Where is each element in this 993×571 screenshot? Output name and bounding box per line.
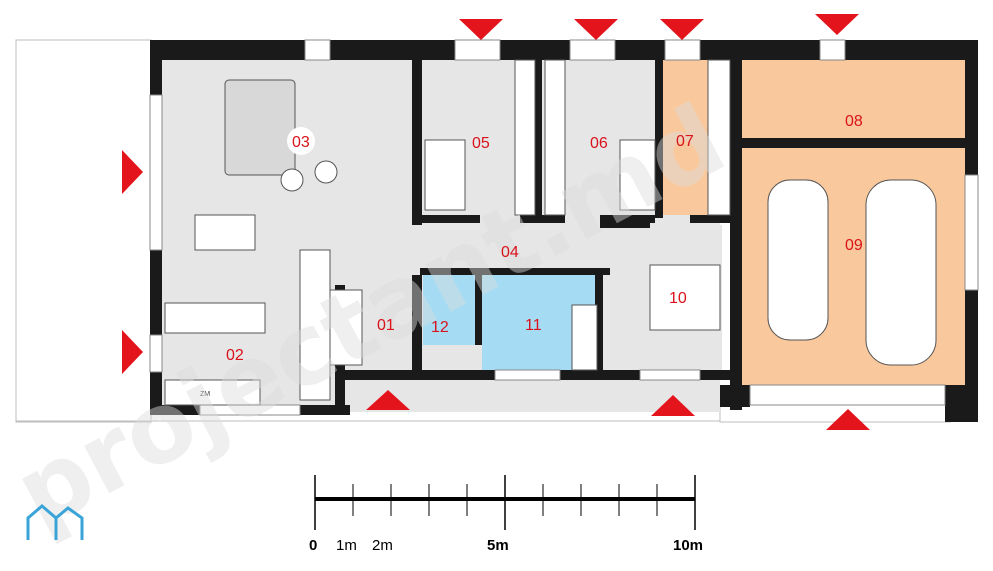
- red-triangle-marker-icon: [366, 390, 410, 410]
- walls: [150, 40, 978, 422]
- red-triangle-marker-icon: [660, 19, 704, 40]
- red-triangle-marker-icon: [459, 19, 503, 40]
- kitchen-counter: [299, 249, 331, 401]
- room-label-08: 08: [845, 113, 863, 130]
- windows: [149, 39, 979, 416]
- furniture: [164, 59, 937, 406]
- entry-markers: [122, 14, 870, 430]
- wardrobe-07: [707, 59, 731, 216]
- bathtub: [571, 304, 598, 371]
- red-triangle-marker-icon: [815, 14, 859, 35]
- kitchen-sink-counter: [164, 379, 261, 406]
- room-label-12: 12: [431, 319, 449, 336]
- scale-label-5m: 5m: [487, 537, 509, 554]
- scale-label-1m: 1m: [336, 537, 357, 554]
- bed-05: [424, 139, 466, 211]
- red-triangle-marker-icon: [826, 409, 870, 430]
- wardrobe-05: [514, 59, 536, 216]
- red-triangle-marker-icon: [651, 395, 695, 416]
- room-labels: 01 02 03 04 05 06 07 08 09 10 11 12: [226, 113, 863, 364]
- room-label-05: 05: [472, 135, 490, 152]
- room-08-floor: [740, 60, 968, 138]
- room-03-badge: [287, 127, 315, 155]
- bed-06: [619, 139, 656, 211]
- scale-label-0: 0: [309, 537, 317, 554]
- sofa: [224, 79, 296, 176]
- room-label-03: 03: [292, 134, 310, 151]
- scale-label-10m: 10m: [673, 537, 703, 554]
- room-label-09: 09: [845, 237, 863, 254]
- red-triangle-marker-icon: [574, 19, 618, 40]
- room-label-07: 07: [676, 133, 694, 150]
- room-label-10: 10: [669, 290, 687, 307]
- front-path: [719, 404, 951, 423]
- room-12-floor: [423, 275, 475, 345]
- house-logo-icon: [26, 504, 84, 540]
- car-left: [767, 179, 829, 341]
- double-bed-10: [649, 264, 721, 331]
- kitchen-island: [164, 302, 266, 334]
- wardrobe-06: [544, 59, 566, 216]
- red-triangle-marker-icon: [122, 150, 143, 194]
- hall-wardrobe: [329, 289, 363, 366]
- armchair-left: [280, 168, 304, 192]
- car-right: [865, 179, 937, 366]
- red-triangle-marker-icon: [122, 330, 143, 374]
- armchair-right: [314, 160, 338, 184]
- room-label-04: 04: [501, 244, 519, 261]
- room-label-11: 11: [525, 317, 542, 334]
- room-label-02: 02: [226, 347, 244, 364]
- room-label-06: 06: [590, 135, 608, 152]
- room-label-01: 01: [377, 317, 395, 334]
- dining-table: [194, 214, 256, 251]
- oven-label: ZM: [200, 391, 210, 398]
- scale-label-2m: 2m: [372, 537, 393, 554]
- scale-bar: 0 1m 2m 5m 10m: [309, 475, 703, 554]
